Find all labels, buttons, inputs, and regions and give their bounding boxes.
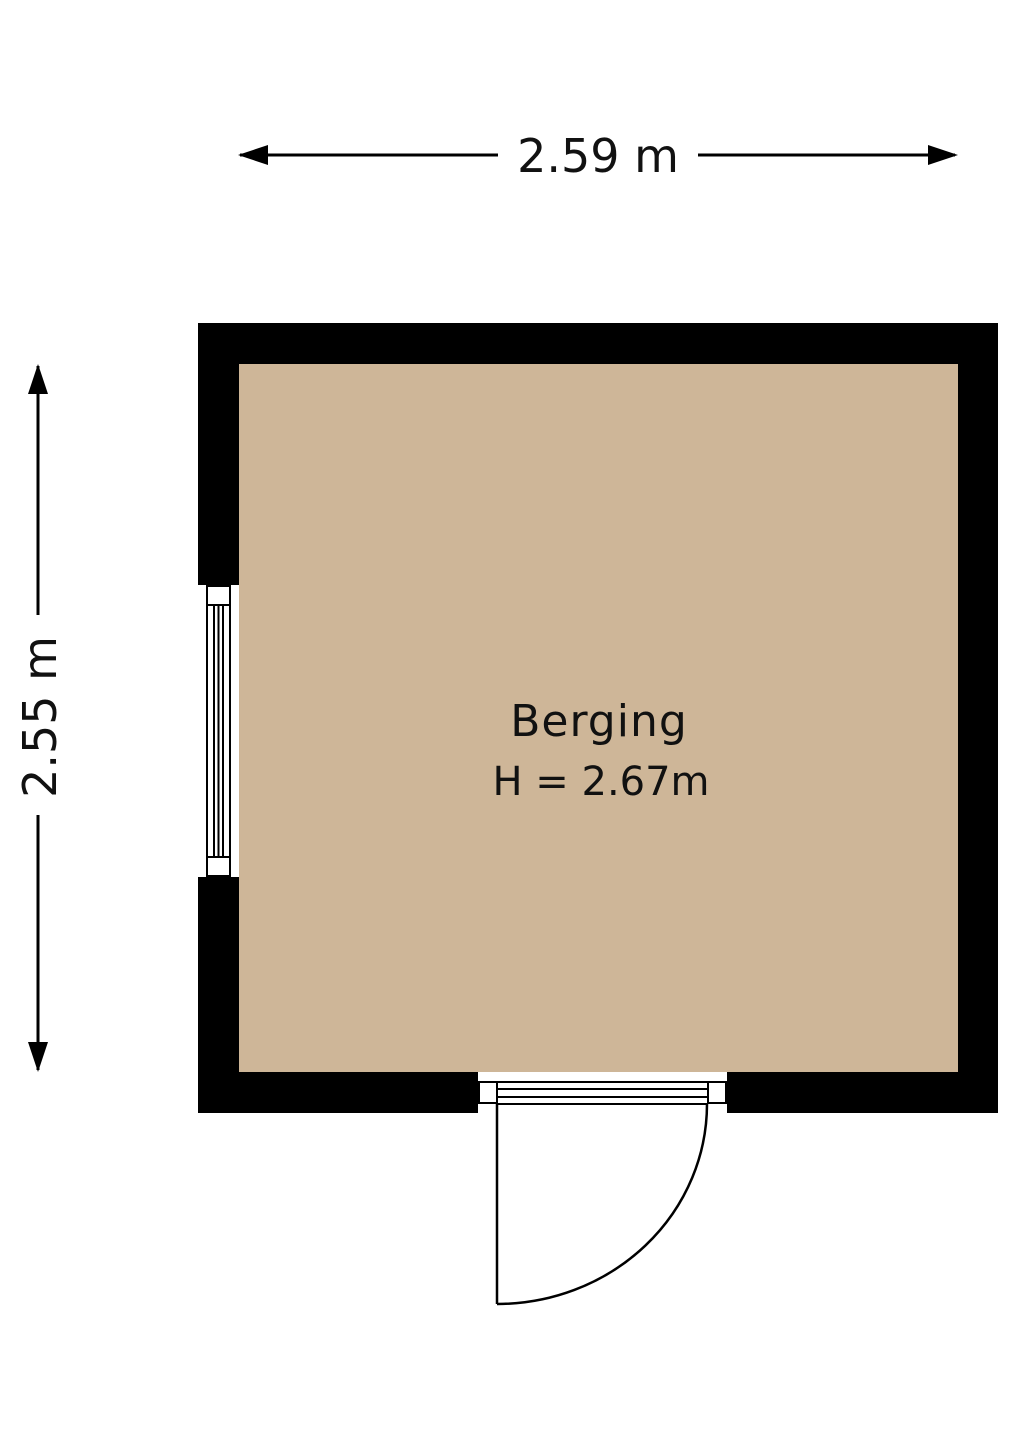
height-dimension: 2.55 m bbox=[13, 364, 67, 1072]
room-height: H = 2.67m bbox=[492, 759, 709, 805]
arrow-right-icon bbox=[928, 145, 958, 165]
height-label: 2.55 m bbox=[13, 636, 67, 798]
width-dimension: 2.59 m bbox=[238, 129, 958, 183]
arrow-up-icon bbox=[28, 364, 48, 394]
room-name: Berging bbox=[510, 696, 688, 747]
arrow-down-icon bbox=[28, 1042, 48, 1072]
room-floor bbox=[239, 364, 958, 1072]
window bbox=[198, 585, 239, 877]
width-label: 2.59 m bbox=[517, 129, 679, 183]
door bbox=[478, 1072, 727, 1306]
arrow-left-icon bbox=[238, 145, 268, 165]
door-swing-arc bbox=[496, 1103, 709, 1306]
